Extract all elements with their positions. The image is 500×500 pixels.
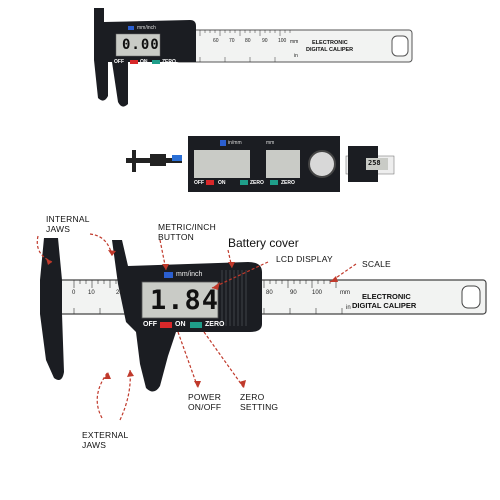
label-metric-inch-button: METRIC/INCH BUTTON <box>158 222 216 242</box>
arrow-internal-jaws-left <box>36 235 53 263</box>
top-units-label: mm/inch <box>137 25 156 31</box>
detail-panel-3-reading: 258 <box>368 159 381 167</box>
main-scale-number: 10 <box>88 290 95 296</box>
top-units-button <box>128 26 134 30</box>
top-scale-number: 80 <box>245 38 251 44</box>
detail-panel-1-off-button <box>206 180 214 185</box>
top-ruler-slot <box>391 35 409 57</box>
arrow-heads <box>46 250 338 388</box>
main-ruler-slot <box>461 285 481 309</box>
detail-panel-3-lcd <box>366 158 388 170</box>
arrow-power <box>177 331 199 389</box>
arrow-lcd-display <box>211 261 269 289</box>
top-lcd-reading: 0.00 <box>122 37 160 53</box>
top-scale-number: 90 <box>262 38 268 44</box>
main-lcd-reading: 1.84 <box>150 285 220 316</box>
main-units-button[interactable] <box>164 272 173 278</box>
label-zero-setting: ZERO SETTING <box>240 392 278 412</box>
detail-panel-1-units-button <box>220 140 226 146</box>
main-zero-button[interactable] <box>190 322 202 328</box>
top-lcd <box>115 33 161 57</box>
label-internal-jaws-line2: JAWS <box>46 224 71 234</box>
top-scale-mm: mm <box>290 39 299 45</box>
label-metric-line1: METRIC/INCH <box>158 222 216 232</box>
detail-panel-2-battery-cover <box>308 150 336 178</box>
main-scale-number: 80 <box>266 290 273 296</box>
detail-panel-2-lcd <box>266 150 300 178</box>
detail-panel-1-off-label: OFF <box>194 180 204 186</box>
detail-panel-1-zero-label: ZERO <box>250 180 264 186</box>
main-brand-line1: ELECTRONIC <box>362 292 411 301</box>
main-scale-number: 90 <box>290 290 297 296</box>
label-lcd-display: LCD DISPLAY <box>276 254 333 264</box>
main-scale-number: 100 <box>312 290 323 296</box>
label-power-line1: POWER <box>188 392 222 402</box>
top-scale-number: 60 <box>213 38 219 44</box>
main-units-label: mm/inch <box>176 271 203 278</box>
arrow-external-jaws-right <box>119 369 131 421</box>
top-off-label: OFF <box>114 59 124 65</box>
label-zero-line1: ZERO <box>240 392 265 402</box>
top-brand-line2: DIGITAL CALIPER <box>306 47 354 53</box>
main-on-label: ON <box>175 321 186 328</box>
top-ruler-ticks <box>199 30 291 62</box>
top-zero-label: ZERO <box>162 59 176 65</box>
top-on-label: ON <box>140 59 148 65</box>
main-ruler-ticks <box>73 280 343 314</box>
top-scale-number: 70 <box>229 38 235 44</box>
label-zero-line2: SETTING <box>240 402 279 412</box>
detail-panel-1-lcd <box>194 150 250 178</box>
detail-panel-2-zero-button <box>270 180 278 185</box>
detail-panel-1-zero-button <box>240 180 248 185</box>
arrow-internal-jaws-right <box>89 233 113 257</box>
top-off-button <box>130 60 138 64</box>
main-off-button[interactable] <box>160 322 172 328</box>
label-external-jaws: EXTERNAL JAWS <box>82 430 128 450</box>
label-metric-line2: BUTTON <box>158 232 194 242</box>
label-power-on-off: POWER ON/OFF <box>188 392 221 412</box>
main-battery-cover <box>221 270 247 326</box>
main-brand-line2: DIGITAL CALIPER <box>352 301 417 310</box>
label-internal-jaws: INTERNAL JAWS <box>46 214 90 234</box>
label-battery-cover: Battery cover <box>228 236 299 250</box>
main-scale-number: 20 <box>116 290 123 296</box>
main-ruler-bar <box>47 279 487 315</box>
detail-panel-1-units-label: in/mm <box>228 140 242 146</box>
main-lcd <box>141 281 219 319</box>
main-scale-number: 0 <box>72 290 76 296</box>
top-brand-line1: ELECTRONIC <box>312 40 348 46</box>
main-scale-in: in <box>346 305 351 311</box>
label-external-jaws-line2: JAWS <box>82 440 107 450</box>
label-external-jaws-line1: EXTERNAL <box>82 430 129 440</box>
top-scale-number: 100 <box>278 38 287 44</box>
panel-small-caliper-jaw <box>132 150 136 172</box>
arrow-zero <box>203 331 245 389</box>
panel-small-caliper-lcd <box>172 155 182 161</box>
detail-panel-2-zero-label: ZERO <box>281 180 295 186</box>
detail-panel-2-units-label: mm <box>266 140 275 146</box>
label-internal-jaws-line1: INTERNAL <box>46 214 90 224</box>
top-zero-button <box>152 60 160 64</box>
main-zero-label: ZERO <box>205 321 225 328</box>
detail-panel-1-on-label: ON <box>218 180 226 186</box>
label-scale: SCALE <box>362 259 391 269</box>
panel-small-caliper-head <box>150 154 166 166</box>
main-scale-mm: mm <box>340 290 350 296</box>
label-power-line2: ON/OFF <box>188 402 222 412</box>
main-off-label: OFF <box>143 321 157 328</box>
top-scale-in: in <box>294 53 298 59</box>
main-fixed-jaw <box>40 238 64 380</box>
